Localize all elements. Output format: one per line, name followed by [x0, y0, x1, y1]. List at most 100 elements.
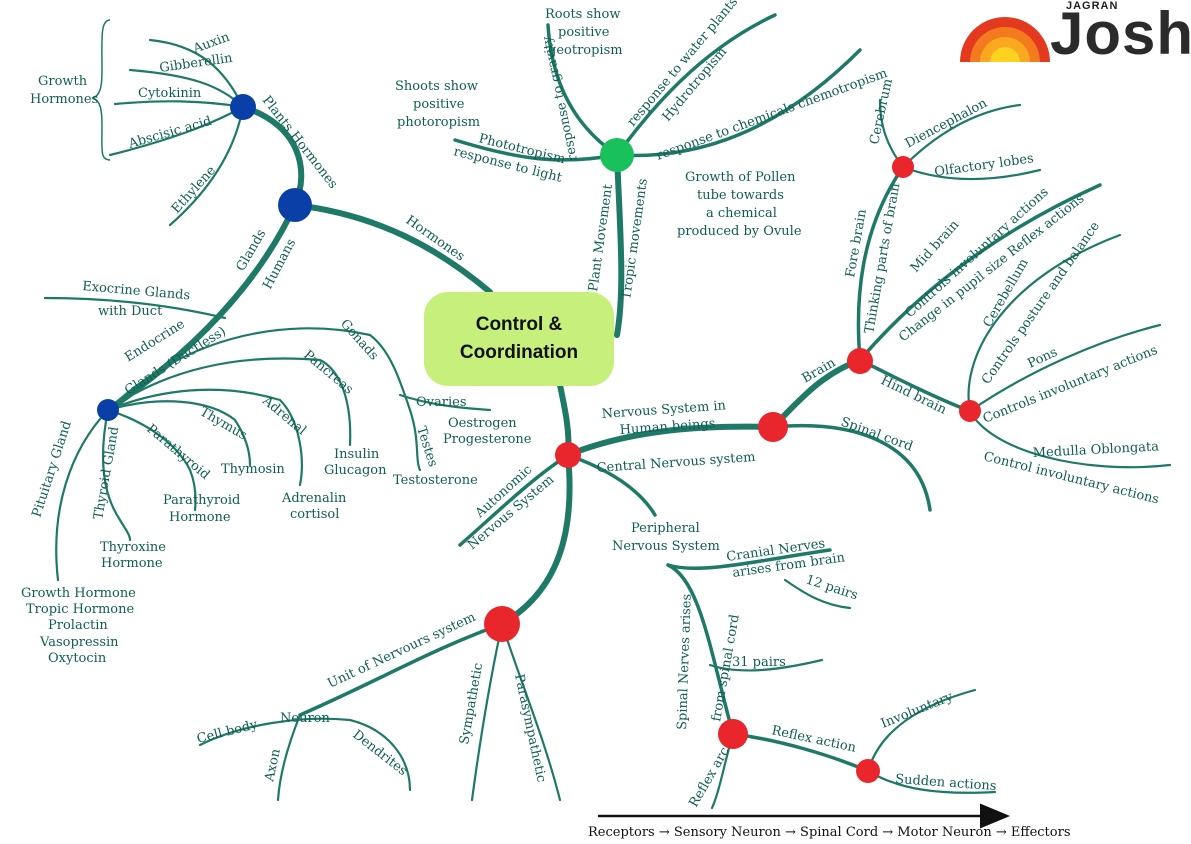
branch-reflex-action [731, 732, 870, 773]
label-spinal-cord: Spinal cord [839, 415, 915, 455]
branch-parathyroid [106, 408, 197, 512]
branch-medulla [968, 409, 1172, 469]
label-sudden: Sudden actions [895, 772, 997, 794]
label-glucagon: Glucagon [324, 463, 387, 478]
label-pit-h4: Vasopressin [39, 635, 119, 650]
branch-pons [968, 323, 1162, 413]
branch-adrenal [106, 388, 303, 487]
branch-axon [276, 713, 302, 802]
shoots-note-3: photoropism [397, 115, 480, 130]
branch-water [615, 13, 777, 157]
label-unit: Unit of Nervours system [325, 610, 478, 692]
branch-glands-humans [105, 202, 298, 413]
branch-sudden [866, 769, 997, 794]
brand-logo: Josh [1050, 0, 1191, 67]
branch-thymus [106, 400, 252, 467]
node-central [758, 412, 788, 442]
branch-gonads [106, 327, 422, 472]
label-adrenal: Adrenal [259, 393, 309, 438]
pollen-note-1: Growth of Pollen [685, 170, 796, 185]
label-cytokinin: Cytokinin [138, 86, 202, 101]
branch-light [453, 138, 619, 162]
roots-note-2: positive [558, 25, 610, 40]
label-pit-h5: Oxytocin [48, 651, 107, 666]
node-reflex [856, 759, 880, 783]
label-diencephalon: Diencephalon [903, 96, 990, 152]
branch-cerebellum [967, 233, 1122, 413]
label-ovaries: Ovaries [416, 395, 467, 410]
node-fore-brain [892, 156, 914, 178]
node-plants-hormones [230, 94, 256, 120]
label-involuntary: Involuntary [879, 689, 956, 732]
label-exocrine-2: with Duct [98, 304, 163, 319]
branch-mid-brain [858, 183, 1102, 362]
growth-hormones-line2: Hormones [30, 92, 98, 107]
label-spinal-pairs: 31 pairs [732, 655, 786, 670]
label-peripheral-1: Peripheral [631, 521, 700, 536]
label-pit-h3: Prolactin [48, 618, 108, 633]
branch-ovaries [398, 393, 492, 412]
label-spinal-nerves: Spinal Nerves arises [675, 594, 695, 731]
label-hind-brain: Hind brain [878, 373, 949, 418]
branch-diencephalon [901, 103, 1022, 169]
label-cerebrum: Cerebrum [867, 77, 896, 145]
label-parathyroid-h1: Parathyroid [163, 493, 240, 508]
node-nervous-system [555, 442, 581, 468]
label-olfactory: Olfactory lobes [933, 151, 1034, 180]
label-cell-body: Cell body [195, 717, 259, 747]
label-plant-movement: Plant Movement [586, 183, 616, 293]
label-medulla: Medulla Oblongata [1032, 439, 1159, 461]
label-cortisol: cortisol [290, 507, 339, 522]
branch-cranial [666, 548, 832, 571]
label-testosterone: Testosterone [393, 473, 478, 488]
node-hormones-junction [278, 188, 312, 222]
pollen-note-2: tube towards [697, 188, 784, 203]
branch-exocrine [43, 296, 227, 320]
shoots-note-2: positive [413, 97, 465, 112]
label-parasympathetic: Parasympathetic [511, 673, 549, 784]
label-fore-brain: Fore brain [843, 208, 870, 279]
branch-pancreas [106, 357, 352, 447]
label-pancreas: Pancreas [300, 348, 356, 398]
label-insulin: Insulin [334, 447, 380, 462]
label-pituitary: Pituitary Gland [30, 419, 75, 519]
branch-plant-movement [614, 152, 625, 338]
branch-autonomic [458, 453, 570, 547]
label-reflex-arc: Reflex arc [686, 745, 732, 810]
label-thyroxine: Thyroxine [100, 540, 166, 555]
node-hind-brain [959, 400, 981, 422]
node-plant-movement [600, 138, 634, 172]
label-pit-h1: Growth Hormone [21, 586, 136, 601]
jagran-josh-logo-icon [958, 17, 1052, 68]
node-spinal-nerves [718, 719, 748, 749]
label-nervous-title-2: Human beings [619, 416, 716, 438]
label-glands: Glands [233, 227, 269, 274]
growth-hormones-line1: Growth [38, 74, 88, 89]
branch-parasympathetic [500, 622, 562, 802]
branch-neuron-spread [198, 717, 412, 792]
label-tropic: Tropic movements [619, 178, 651, 301]
roots-note-3: geotropism [548, 43, 623, 58]
label-ethylene: Ethylene [169, 163, 219, 217]
label-humans: Humans [260, 236, 299, 291]
label-axon: Axon [262, 747, 284, 784]
brand-small: JAGRAN [1066, 0, 1119, 12]
node-endocrine [97, 399, 119, 421]
label-central: Central Nervous system [596, 450, 756, 476]
label-pit-h2: Tropic Hormone [26, 602, 135, 617]
node-unit [484, 606, 520, 642]
label-peripheral-2: Nervous System [612, 539, 720, 554]
growth-hormones-brace [91, 19, 111, 161]
branch-hind-brain [858, 358, 972, 413]
branch-neuron [298, 622, 504, 717]
node-brain [847, 348, 873, 374]
branch-auxin [148, 38, 245, 109]
label-adrenalin: Adrenalin [281, 491, 347, 506]
label-thymus: Thymus [197, 404, 249, 443]
label-pathway: Receptors → Sensory Neuron → Spinal Cord… [588, 825, 1071, 840]
branch-spinal-nerves [666, 563, 735, 736]
label-parathyroid-h2: Hormone [169, 510, 231, 525]
branch-spinal-cord [771, 423, 932, 512]
label-abscisic: Abscisic acid [126, 114, 213, 152]
